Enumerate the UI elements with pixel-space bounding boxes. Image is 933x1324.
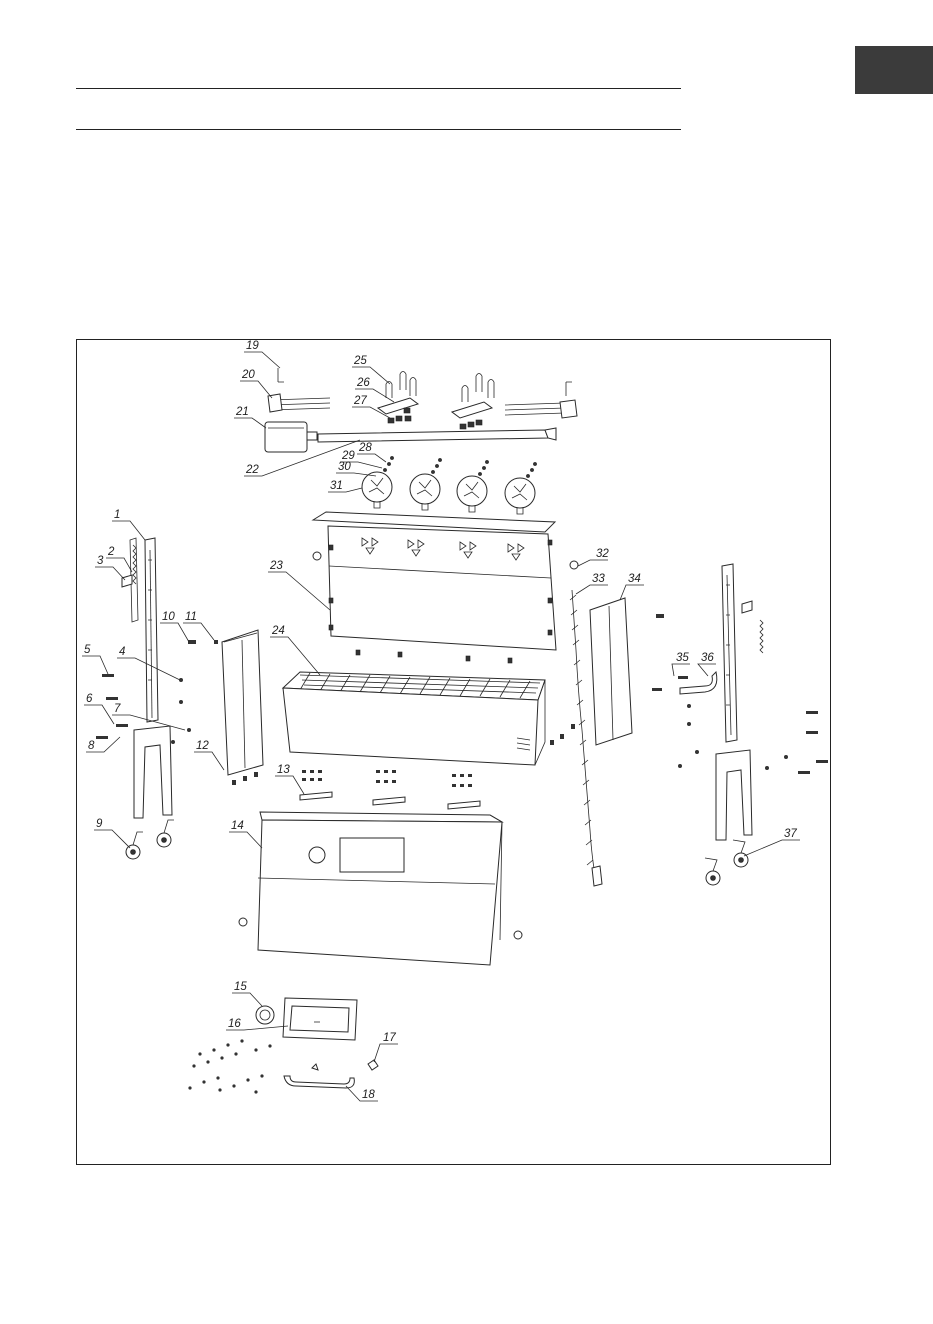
part-label: 12 bbox=[196, 740, 209, 752]
part-label: 9 bbox=[96, 818, 103, 830]
part-label: 5 bbox=[84, 644, 91, 656]
part-label: 10 bbox=[162, 611, 175, 623]
part-label: 3 bbox=[97, 555, 104, 567]
part-label: 37 bbox=[784, 828, 797, 840]
part-label: 22 bbox=[245, 464, 259, 476]
rotisserie-assembly bbox=[265, 368, 577, 452]
casters-right bbox=[705, 840, 748, 885]
part-label: 8 bbox=[88, 740, 95, 752]
side-handle bbox=[680, 672, 717, 694]
grill-handle bbox=[284, 1076, 354, 1088]
casters-left bbox=[126, 820, 174, 859]
part-label: 15 bbox=[234, 981, 247, 993]
part-label: 7 bbox=[114, 703, 121, 715]
motor-coupler bbox=[307, 432, 317, 440]
misc-fasteners bbox=[188, 1039, 271, 1093]
spit-fork-left bbox=[268, 394, 282, 412]
part-label: 14 bbox=[231, 820, 244, 832]
burner bbox=[505, 462, 537, 514]
part-label: 30 bbox=[338, 461, 351, 473]
part-label: 4 bbox=[119, 646, 125, 658]
rotisserie-brackets bbox=[378, 372, 494, 430]
part-label: 33 bbox=[592, 573, 605, 585]
part-label: 18 bbox=[362, 1089, 375, 1101]
part-label: 13 bbox=[277, 764, 290, 776]
control-knob-small bbox=[368, 1060, 378, 1070]
part-label: 25 bbox=[353, 355, 367, 367]
part-label: 31 bbox=[330, 480, 343, 492]
side-panel-left bbox=[222, 630, 263, 775]
part-label: 24 bbox=[271, 625, 285, 637]
burner bbox=[457, 460, 489, 512]
part-label: 23 bbox=[269, 560, 283, 572]
spit-motor bbox=[265, 422, 307, 452]
bracket-right bbox=[452, 402, 492, 418]
part-label: 28 bbox=[358, 442, 372, 454]
leg-left bbox=[122, 538, 172, 818]
bracket-left bbox=[378, 398, 418, 414]
leg-right bbox=[716, 564, 763, 840]
part-label: 27 bbox=[353, 395, 367, 407]
back-panel bbox=[313, 512, 578, 650]
spit-rod bbox=[318, 430, 548, 442]
spit-fork-right bbox=[560, 400, 577, 418]
window-assembly bbox=[256, 998, 357, 1040]
part-label: 32 bbox=[596, 548, 609, 560]
part-label: 19 bbox=[246, 340, 259, 352]
part-label: 2 bbox=[107, 546, 115, 558]
part-label: 36 bbox=[701, 652, 714, 664]
part-label: 34 bbox=[628, 573, 641, 585]
part-label: 17 bbox=[383, 1032, 396, 1044]
burners bbox=[362, 456, 537, 514]
part-label: 35 bbox=[676, 652, 689, 664]
part-label: 21 bbox=[235, 406, 249, 418]
part-label: 6 bbox=[86, 693, 93, 705]
heat-shields bbox=[232, 770, 480, 809]
knob-hole bbox=[309, 847, 325, 863]
grill-basin bbox=[283, 650, 545, 765]
part-label: 26 bbox=[356, 377, 370, 389]
part-label: 16 bbox=[228, 1018, 241, 1030]
part-label: 1 bbox=[114, 509, 120, 521]
part-label: 20 bbox=[241, 369, 255, 381]
burner bbox=[410, 458, 442, 510]
front-window-cutout bbox=[340, 838, 404, 872]
part-label: 11 bbox=[185, 611, 197, 623]
front-panel bbox=[239, 812, 522, 965]
side-panel-right bbox=[590, 598, 632, 745]
